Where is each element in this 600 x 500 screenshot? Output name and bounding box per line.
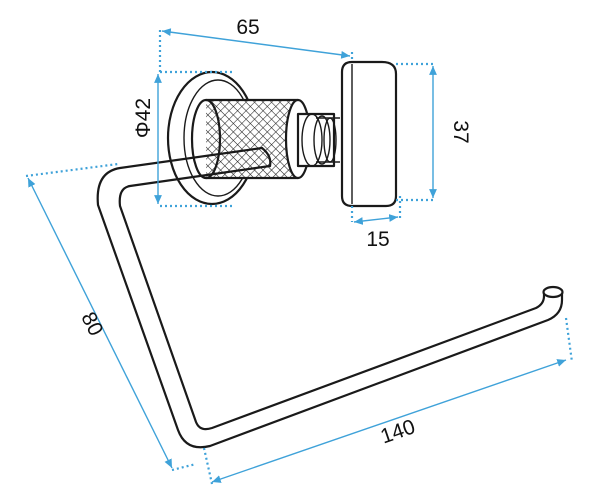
collar-ring [296, 112, 340, 168]
paper-arm [96, 146, 564, 449]
dimension-label-140: 140 [378, 415, 419, 448]
dimension-80: 80 [25, 162, 197, 472]
dimension-label-80: 80 [76, 308, 107, 339]
dimension-label-15: 15 [366, 228, 389, 251]
dimension-140: 140 [202, 317, 574, 485]
dimension-15: 15 [350, 196, 402, 251]
dimension-label-37: 37 [449, 120, 472, 143]
dimension-37: 37 [396, 62, 472, 202]
dimension-diameter: Φ42 [132, 70, 232, 208]
dimension-annotations: 65 Φ42 37 15 80 [25, 16, 574, 485]
dimension-label-65: 65 [236, 16, 259, 39]
end-cap [340, 60, 398, 208]
holder-product [96, 60, 564, 449]
dimension-label-diameter: Φ42 [132, 98, 155, 138]
knurled-body [190, 98, 312, 180]
dimension-65: 65 [158, 16, 354, 72]
